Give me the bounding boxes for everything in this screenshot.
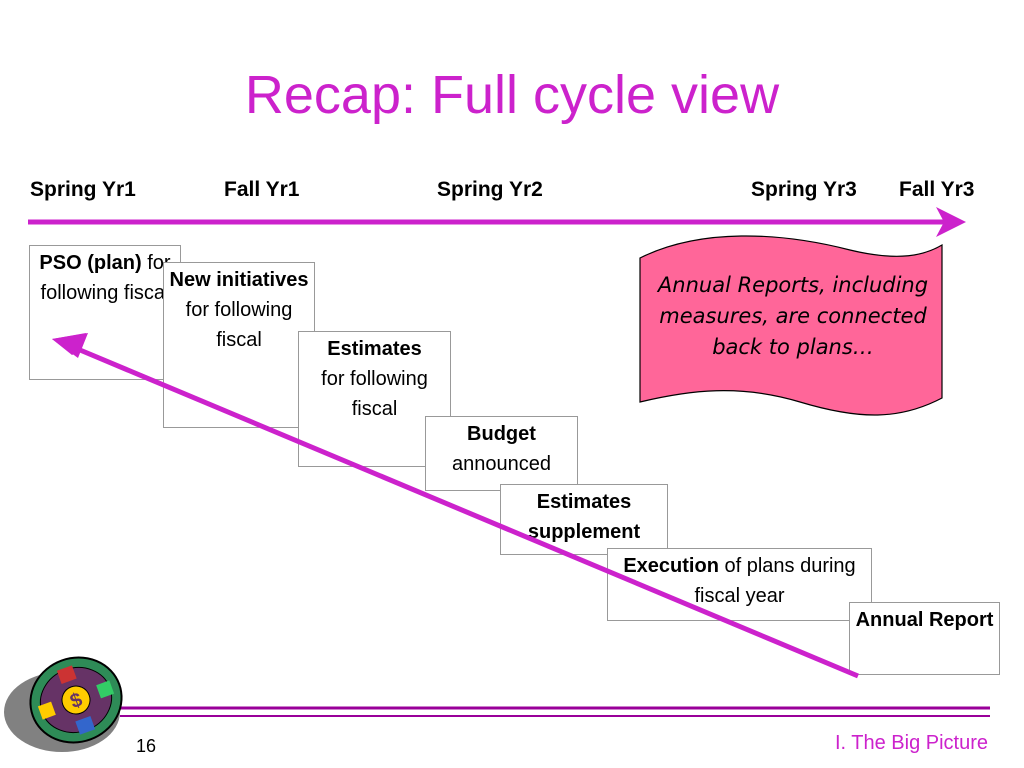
box-annual-report-bold: Annual Report <box>855 609 994 631</box>
box-execution: Execution of plans during fiscal year <box>607 548 872 621</box>
box-new-initiatives-rest: for following fiscal <box>185 299 293 351</box>
box-budget: Budget announced <box>425 416 578 491</box>
box-annual-report: Annual Report <box>849 602 1000 675</box>
box-budget-bold: Budget <box>467 423 536 445</box>
box-estimates-rest: for following fiscal <box>321 368 428 420</box>
box-pso-plan: PSO (plan) for following fiscal <box>29 245 181 380</box>
slide-title: Recap: Full cycle view <box>244 65 780 125</box>
box-new-initiatives-bold: New initiatives <box>169 269 309 291</box>
box-execution-rest: of plans during fiscal year <box>694 555 856 607</box>
callout-text: Annual Reports, including measures, are … <box>657 273 929 359</box>
box-execution-bold: Execution <box>623 555 719 577</box>
timeline-label-spring-yr3: Spring Yr3 <box>751 178 857 201</box>
callout-scroll-shape <box>639 235 943 416</box>
box-estimates-bold: Estimates <box>327 338 422 360</box>
timeline-arrow <box>28 207 966 237</box>
timeline-label-spring-yr2: Spring Yr2 <box>437 178 543 201</box>
timeline-label-fall-yr1: Fall Yr1 <box>224 178 300 201</box>
page-number: 16 <box>136 736 157 756</box>
box-new-initiatives: New initiatives for following fiscal <box>163 262 315 428</box>
timeline-label-spring-yr1: Spring Yr1 <box>30 178 136 201</box>
box-estimates-supplement-bold: Estimates supplement <box>527 491 641 543</box>
box-budget-rest: announced <box>452 453 551 475</box>
box-pso-plan-bold: PSO (plan) <box>39 252 142 274</box>
footer-section-title: I. The Big Picture <box>834 732 988 754</box>
box-estimates-supplement: Estimates supplement <box>500 484 668 555</box>
box-pso-plan-rest: for following fiscal <box>40 252 171 304</box>
timeline-label-fall-yr3: Fall Yr3 <box>899 178 975 201</box>
